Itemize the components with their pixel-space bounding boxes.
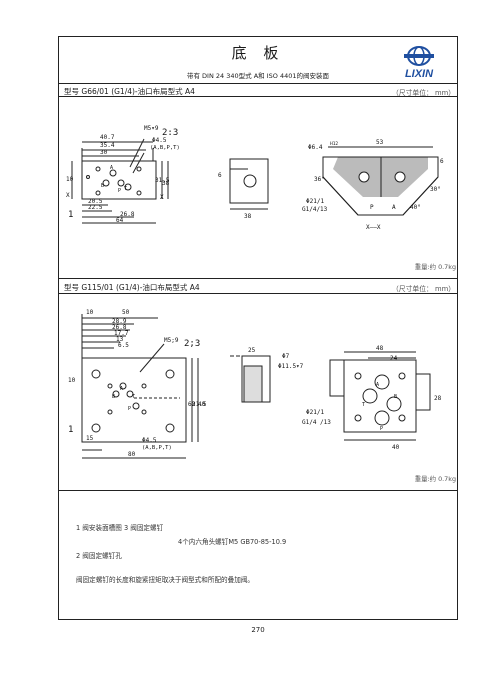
svg-text:21.5: 21.5 — [192, 401, 207, 408]
svg-text:25: 25 — [248, 347, 256, 354]
note-line-2: 4个内六角头螺钉M5 GB70-85-10.9 — [178, 538, 287, 546]
note-line-4: 阀固定螺钉的长度和旋紧扭矩取决于阀型式和所配的叠加阀。 — [76, 576, 255, 584]
plate-outline — [81, 160, 157, 200]
svg-text:60: 60 — [188, 401, 196, 408]
svg-text:22.5: 22.5 — [88, 204, 103, 211]
section1-weight: 重量:约 0.7kg — [414, 263, 456, 271]
svg-text:P: P — [370, 204, 374, 211]
svg-text:40: 40 — [392, 444, 400, 451]
svg-text:1: 1 — [68, 425, 73, 435]
svg-text:B: B — [394, 394, 397, 400]
svg-text:26.8: 26.8 — [120, 211, 135, 218]
svg-text:38: 38 — [162, 180, 170, 187]
svg-text:A: A — [376, 382, 379, 388]
svg-text:X: X — [66, 192, 70, 199]
page-title: 底 板 — [231, 44, 285, 62]
svg-text:Φ7: Φ7 — [282, 353, 290, 360]
svg-text:A: A — [120, 386, 123, 392]
svg-text:T: T — [124, 186, 127, 192]
svg-text:15: 15 — [86, 435, 94, 442]
svg-text:B: B — [101, 183, 104, 189]
svg-text:20.5: 20.5 — [88, 198, 103, 205]
svg-text:Φ21/1: Φ21/1 — [306, 198, 324, 205]
logo-text: LIXIN — [405, 68, 434, 80]
svg-text:35.4: 35.4 — [100, 142, 115, 149]
side-view — [229, 158, 269, 204]
svg-text:Φ4.5: Φ4.5 — [142, 437, 157, 444]
page-subtitle: 带有 DIN 24 340型式 A和 ISO 4401的阀安装面 — [186, 72, 329, 80]
svg-text:6.5: 6.5 — [118, 342, 129, 349]
svg-text:1: 1 — [68, 210, 73, 220]
svg-text:A: A — [392, 204, 396, 211]
svg-text:6: 6 — [218, 172, 222, 179]
plate-outline — [81, 357, 187, 443]
svg-text:2:3: 2:3 — [162, 128, 178, 138]
svg-text:(A,B,P,T): (A,B,P,T) — [142, 445, 172, 451]
svg-text:36°: 36° — [314, 176, 325, 183]
svg-text:2;3: 2;3 — [184, 339, 200, 349]
svg-text:M5▾9: M5▾9 — [144, 125, 159, 132]
svg-text:40.7: 40.7 — [100, 134, 115, 141]
svg-text:Φ4.5: Φ4.5 — [152, 137, 167, 144]
svg-text:10: 10 — [86, 309, 94, 316]
svg-text:10: 10 — [66, 176, 74, 183]
section2-unit: （尺寸单位： mm） — [392, 285, 455, 293]
page-number: 270 — [251, 626, 265, 634]
svg-text:28.9: 28.9 — [112, 318, 127, 325]
note-line-1: 1 阀安装面槽图 3 阀固定螺钉 — [76, 524, 164, 532]
svg-text:T: T — [362, 402, 365, 408]
svg-text:Φ11.5▾7: Φ11.5▾7 — [278, 363, 304, 370]
svg-text:40°: 40° — [410, 204, 421, 211]
svg-text:H12: H12 — [330, 141, 338, 147]
svg-text:Φ6.4: Φ6.4 — [308, 144, 323, 151]
svg-text:T: T — [132, 394, 135, 400]
svg-text:26.8: 26.8 — [112, 324, 127, 331]
svg-text:38: 38 — [244, 213, 252, 220]
section1-title: 型号 G66/01 (G1/4)-油口布局型式 A4 — [64, 87, 195, 96]
svg-text:50: 50 — [122, 309, 130, 316]
divider — [58, 278, 458, 279]
note-line-3: 2 阀固定螺钉孔 — [76, 552, 122, 560]
svg-text:31.5: 31.5 — [155, 177, 170, 184]
section2-weight: 重量:约 0.7kg — [414, 475, 456, 483]
svg-text:P: P — [380, 426, 383, 432]
svg-text:17.7: 17.7 — [114, 330, 129, 337]
section1-drawing: 40.7 35.4 30 10 20.5 22.5 26.8 64 31.5 3… — [66, 125, 444, 231]
svg-text:40: 40 — [198, 401, 206, 408]
section2-title: 型号 G115/01 (G1/4)-油口布局型式 A4 — [64, 283, 200, 292]
divider — [58, 96, 458, 97]
svg-text:10: 10 — [68, 377, 76, 384]
svg-text:80: 80 — [128, 451, 136, 458]
svg-text:48: 48 — [376, 345, 384, 352]
page-frame — [58, 36, 458, 620]
svg-text:Φ21/1: Φ21/1 — [306, 409, 324, 416]
svg-text:53: 53 — [376, 139, 384, 146]
svg-text:64: 64 — [116, 217, 124, 224]
divider — [58, 83, 458, 84]
lixin-logo: LIXIN — [404, 46, 434, 80]
svg-text:6: 6 — [440, 158, 444, 165]
svg-text:X: X — [160, 194, 164, 201]
svg-text:M5;9: M5;9 — [164, 337, 179, 344]
svg-text:X——X: X——X — [366, 224, 381, 231]
svg-text:28: 28 — [434, 395, 442, 402]
svg-text:30: 30 — [100, 149, 108, 156]
svg-text:P: P — [118, 188, 121, 194]
divider — [58, 490, 458, 491]
svg-text:G1/4/13: G1/4/13 — [302, 206, 328, 213]
svg-text:(A,B,P,T): (A,B,P,T) — [150, 145, 180, 151]
svg-text:P: P — [128, 406, 131, 412]
svg-text:A: A — [110, 165, 113, 171]
svg-text:30°: 30° — [430, 186, 441, 193]
svg-text:G1/4 /13: G1/4 /13 — [302, 419, 331, 426]
section1-unit: （尺寸单位： mm） — [392, 89, 455, 97]
port-view — [343, 359, 417, 433]
svg-text:24: 24 — [390, 355, 398, 362]
section2-drawing: 10 50 28.9 26.8 17.7 13 6.5 M5;9 2;3 10 … — [68, 309, 442, 459]
svg-text:B: B — [112, 394, 115, 400]
divider — [58, 293, 458, 294]
svg-text:13: 13 — [116, 336, 124, 343]
